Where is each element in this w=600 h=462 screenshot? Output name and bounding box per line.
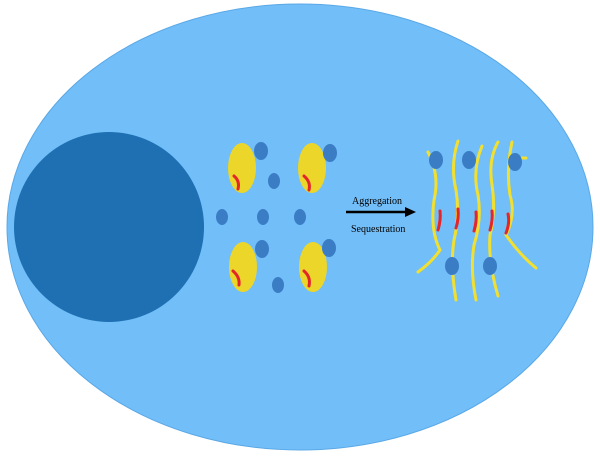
- misfolded-segment: [454, 207, 460, 230]
- free-protein: [257, 209, 269, 225]
- blue-protein: [483, 257, 497, 275]
- fibril-strand: [416, 150, 442, 274]
- protein-complex: [228, 142, 268, 193]
- sequestration-label: Sequestration: [351, 224, 406, 235]
- blue-protein: [462, 151, 476, 169]
- cell-body: [6, 3, 594, 451]
- misfolded-segment: [231, 269, 241, 287]
- yellow-protein: [299, 242, 327, 292]
- aggregation-label: Aggregation: [352, 196, 402, 207]
- fibril-strand: [470, 144, 484, 302]
- misfolded-segment: [302, 174, 311, 192]
- protein-complex: [299, 239, 336, 292]
- yellow-protein: [228, 143, 256, 193]
- nucleus: [14, 132, 204, 322]
- free-protein: [268, 173, 280, 189]
- yellow-protein: [298, 143, 326, 193]
- blue-protein: [323, 144, 337, 162]
- free-protein: [294, 209, 306, 225]
- protein-complex: [298, 143, 337, 193]
- yellow-protein: [229, 242, 257, 292]
- misfolded-segment: [232, 174, 240, 191]
- misfolded-segment: [436, 209, 442, 232]
- blue-protein: [322, 239, 336, 257]
- free-protein: [272, 277, 284, 293]
- misfolded-segment: [302, 269, 311, 288]
- blue-protein: [429, 151, 443, 169]
- fibril-strand: [504, 140, 538, 270]
- blue-protein: [445, 257, 459, 275]
- protein-complex: [229, 240, 269, 292]
- aggregation-arrow: [346, 207, 416, 217]
- free-protein: [216, 209, 228, 225]
- blue-protein: [254, 142, 268, 160]
- misfolded-segment: [488, 209, 494, 232]
- blue-protein: [255, 240, 269, 258]
- misfolded-segment: [472, 210, 478, 233]
- blue-protein: [508, 153, 522, 171]
- fibril-aggregate: [416, 139, 538, 302]
- misfolded-segment: [504, 212, 511, 235]
